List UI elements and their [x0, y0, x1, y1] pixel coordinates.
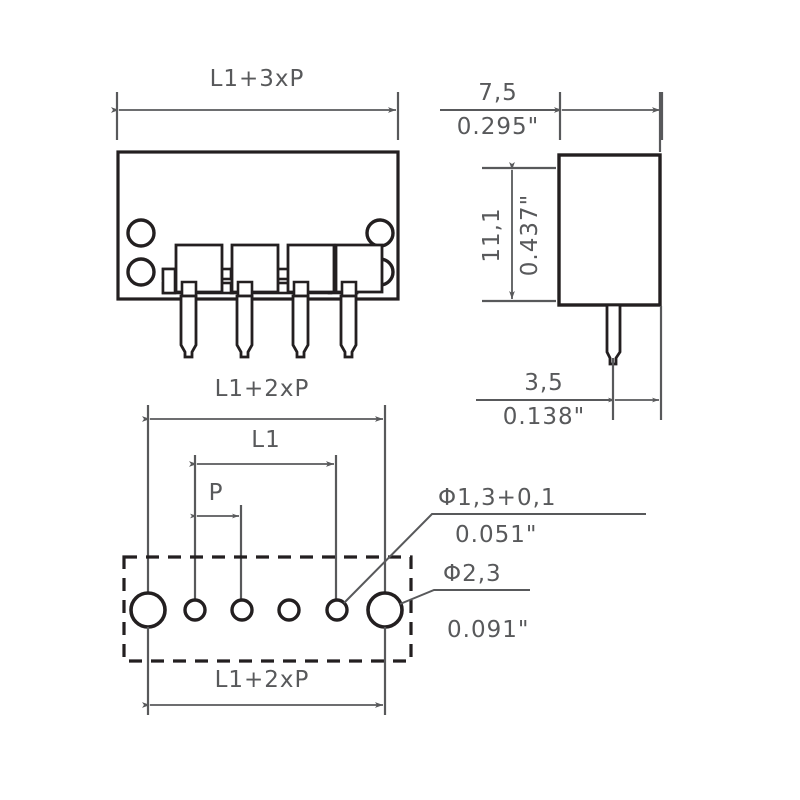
dimension-pcb-outer-bottom-label: L1+2xP — [215, 667, 310, 693]
callout-small-hole-metric: Φ1,3+0,1 — [438, 485, 557, 511]
front-view-mounting-hole — [126, 218, 156, 248]
callout-small-hole-imperial: 0.051" — [455, 522, 537, 548]
dimension-pin-offset-metric: 3,5 — [524, 370, 564, 396]
pcb-small-hole — [183, 598, 207, 622]
dimension-pcb-l1: L1 — [189, 427, 338, 602]
dimension-pcb-pitch: P — [190, 480, 243, 602]
front-view — [116, 150, 400, 359]
pcb-outline-dashed — [122, 555, 413, 663]
dimension-top-width: L1+3xP — [111, 66, 400, 140]
dimension-pin-offset: 3,5 0.138" — [476, 306, 663, 430]
dimension-depth-metric: 7,5 — [478, 80, 518, 106]
callout-large-hole: Φ2,3 0.091" — [399, 561, 530, 643]
front-view-contact — [174, 243, 224, 359]
front-view-mounting-hole — [365, 218, 395, 248]
pcb-small-hole — [277, 598, 301, 622]
front-view-contact — [230, 243, 280, 359]
dimension-height: 11,1 0.437" — [479, 162, 556, 303]
pcb-small-hole — [325, 598, 349, 622]
dimension-pcb-pitch-label: P — [209, 480, 224, 506]
front-view-contact — [286, 243, 336, 359]
dimension-height-metric: 11,1 — [479, 207, 505, 262]
dimension-top-width-label: L1+3xP — [210, 66, 305, 92]
pcb-large-hole — [129, 591, 167, 629]
side-view-pin — [605, 303, 622, 366]
front-view-contact — [334, 243, 384, 359]
dimension-pcb-outer-top-label: L1+2xP — [215, 376, 310, 402]
front-view-mounting-hole — [126, 257, 156, 287]
callout-large-hole-imperial: 0.091" — [447, 617, 529, 643]
front-view-contacts — [174, 243, 384, 359]
side-view-body — [557, 153, 662, 307]
dimension-pcb-outer-top: L1+2xP — [142, 376, 387, 600]
side-view — [557, 92, 662, 366]
dimension-height-imperial: 0.437" — [517, 194, 543, 276]
dimension-depth-imperial: 0.295" — [457, 114, 539, 140]
callout-small-hole: Φ1,3+0,1 0.051" — [343, 485, 646, 604]
dimension-depth: 7,5 0.295" — [440, 80, 664, 140]
dimension-pcb-outer-bottom: L1+2xP — [142, 627, 387, 715]
callout-small-hole-leader — [343, 513, 646, 604]
pcb-large-hole — [366, 591, 404, 629]
dimension-pin-offset-imperial: 0.138" — [503, 404, 585, 430]
callout-large-hole-metric: Φ2,3 — [443, 561, 502, 587]
dimension-pcb-l1-label: L1 — [251, 427, 280, 453]
pcb-layout-view — [122, 555, 413, 663]
pcb-small-hole — [230, 598, 254, 622]
callout-large-hole-leader — [399, 589, 530, 605]
